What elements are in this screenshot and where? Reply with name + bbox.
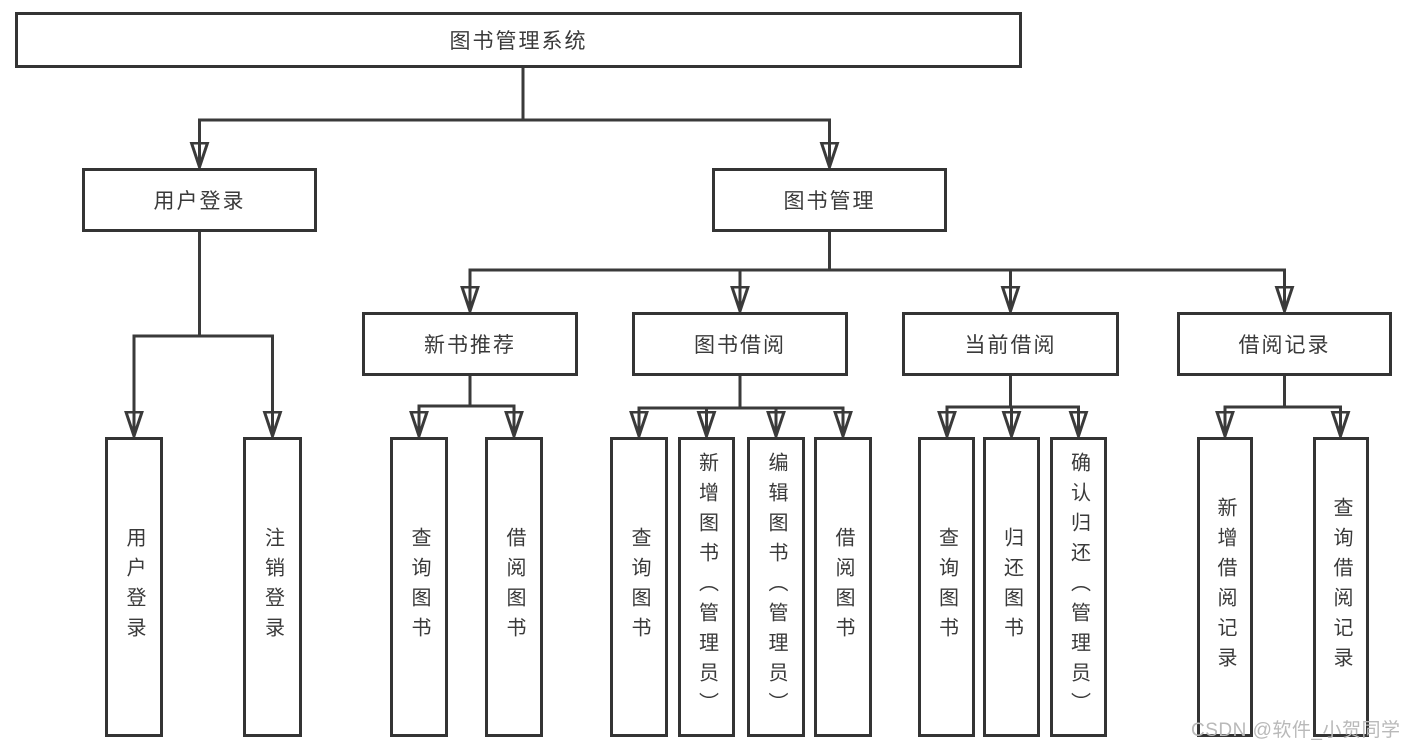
leaf-query-books-current: 查询图书	[918, 437, 975, 737]
node-library-management-system: 图书管理系统	[15, 12, 1022, 68]
csdn-watermark: CSDN @软件_小贺同学	[1191, 720, 1401, 741]
node-book-management: 图书管理	[712, 168, 947, 232]
node-book-borrowing: 图书借阅	[632, 312, 848, 376]
leaf-return-books: 归还图书	[983, 437, 1040, 737]
leaf-add-borrow-record: 新增借阅记录	[1197, 437, 1253, 737]
leaf-query-books-recommend: 查询图书	[390, 437, 448, 737]
node-new-book-recommendation: 新书推荐	[362, 312, 578, 376]
node-borrowing-records: 借阅记录	[1177, 312, 1392, 376]
node-user-login: 用户登录	[82, 168, 317, 232]
leaf-edit-books-admin: 编辑图书（管理员）	[747, 437, 805, 737]
leaf-query-books-borrowing: 查询图书	[610, 437, 668, 737]
node-current-borrowing: 当前借阅	[902, 312, 1119, 376]
leaf-user-login: 用户登录	[105, 437, 163, 737]
leaf-confirm-return-admin: 确认归还（管理员）	[1050, 437, 1107, 737]
leaf-borrow-books-recommend: 借阅图书	[485, 437, 543, 737]
leaf-logout: 注销登录	[243, 437, 302, 737]
leaf-query-borrow-record: 查询借阅记录	[1313, 437, 1369, 737]
leaf-add-books-admin: 新增图书（管理员）	[678, 437, 735, 737]
leaf-borrow-books-borrowing: 借阅图书	[814, 437, 872, 737]
